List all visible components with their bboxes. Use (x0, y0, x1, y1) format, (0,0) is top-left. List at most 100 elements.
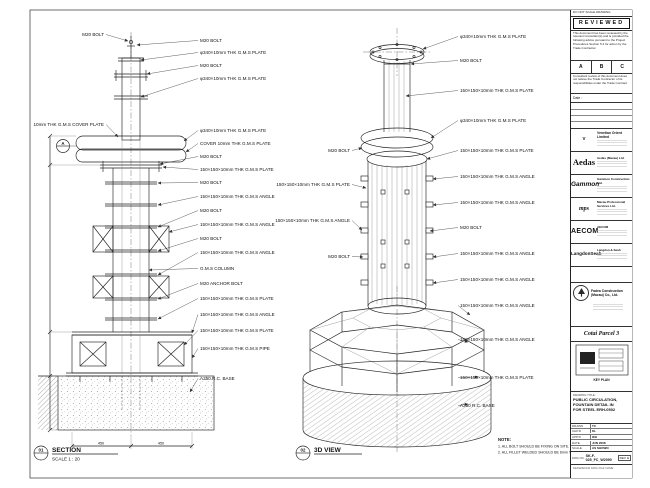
field-label: CHK'D (571, 429, 591, 434)
consultant-statement: Consultant review of this document does … (571, 74, 632, 94)
callout-label: A250 R.C. BASE (200, 376, 235, 381)
review-grade-row: A B C (571, 60, 632, 74)
section-callout-leaders (105, 34, 199, 393)
company-name: Gammon Construction Ltd. (597, 177, 630, 185)
callout-label: 150×150×10mm THK G.M.S PLATE (200, 167, 274, 172)
review-statement: This document has been reviewed by the r… (571, 31, 632, 61)
company-cell-langdonseah: LangdonSeah Langdon & Seah (571, 244, 632, 267)
callout-label: 150×150×10mm THK G.M.S PLATE (276, 182, 350, 187)
callout-label: G.M.S COLUMN (200, 266, 234, 271)
callout-label: M20 BOLT (200, 236, 222, 241)
callout-label: M20 BOLT (200, 63, 222, 68)
contractor-address-lines (593, 303, 623, 311)
field-value: WH (592, 435, 597, 440)
note-item: 2. ALL FILLET WELDED SHOULD BE 6mm THK. (498, 451, 577, 455)
section-view-linework (38, 32, 215, 449)
grade-c-cell: C (620, 63, 624, 70)
revision-lines (571, 103, 632, 129)
section-callout-labels: M20 BOLT φ340×10mm THK G.M.S PLATE M20 B… (33, 32, 274, 381)
revision-value: A (626, 455, 629, 460)
drawing-title-line: PUBLIC CIRCULATION, (573, 396, 618, 402)
callout-label: φ340×10mm THK G.M.S PLATE (200, 128, 266, 133)
drawing-title-cell: DRAWING TITLE: PUBLIC CIRCULATION, FOUNT… (571, 392, 632, 424)
callout-label: M20 ANCHOR BOLT (200, 281, 243, 286)
callout-label: 150×150×10mm THK G.M.S ANGLE (200, 222, 275, 227)
section-marker-label: A (61, 141, 65, 146)
callout-label: 150×150×10mm THK G.M.S PLATE (460, 148, 534, 153)
company-address-lines (597, 230, 627, 238)
langdonseah-logo: LangdonSeah (571, 251, 602, 257)
company-cell-aedas: Aedas Aedas (Macau) Ltd. (571, 152, 632, 175)
callout-label: φ340×10mm THK G.M.S PLATE (200, 50, 266, 55)
field-row-approved: APP'D WH (571, 435, 632, 441)
field-row-drawn: DRAWN TC (571, 423, 632, 430)
callout-label: M20 BOLT (328, 254, 350, 259)
gammon-logo: Gammon (571, 181, 600, 189)
mps-logo: mps (578, 205, 589, 212)
callout-label: 150×150×10mm THK G.M.S ANGLE (460, 174, 535, 179)
callout-label: 150×150×10mm THK G.M.S ANGLE (275, 218, 350, 223)
callout-label: M20 BOLT (200, 180, 222, 185)
section-view-tag (33, 445, 118, 461)
revision-label: REV (619, 455, 626, 460)
reference-note: REFERENCE DWG FILE NAME (573, 465, 614, 470)
callout-label: φ340×10mm THK G.M.S PLATE (460, 118, 526, 123)
company-address-lines (597, 253, 627, 261)
company-cell-mps: mps Macau Professional Services Ltd. (571, 198, 632, 221)
callout-label: 150×150×10mm THK G.M.S ANGLE (460, 337, 535, 342)
note-item: 1. ALL BOLT SHOULD BE FIXING ON SITE. (498, 445, 569, 449)
date-label: Date : (573, 95, 583, 100)
callout-label: M20 BOLT (460, 225, 482, 230)
company-name: Aedas (Macau) Ltd. (597, 155, 625, 160)
section-view-scale: SCALE 1 : 20 (52, 457, 80, 462)
company-address-lines (597, 161, 627, 169)
aecom-logo: AECOM (571, 228, 599, 236)
company-name: AECOM (597, 224, 609, 229)
iso-view-tag (295, 445, 362, 461)
callout-label: M20 BOLT (328, 148, 350, 153)
contractor-cell: Fadea Construction (Macau) Co., Ltd. (571, 283, 632, 327)
date-row: Date : (571, 94, 632, 103)
callout-label: M20 BOLT (200, 38, 222, 43)
field-label: DRAWN (571, 423, 591, 428)
venetian-logo: V (582, 136, 586, 142)
drawing-number: SK-F-025_FC_W2090 (585, 453, 612, 462)
callout-label: 150×150×10mm THK G.M.S ANGLE (460, 303, 535, 308)
company-name: Macau Professional Services Ltd. (597, 200, 626, 208)
sheet-frame (29, 9, 633, 479)
callout-label: 150×150×10mm THK G.M.S PLATE (460, 375, 534, 380)
callout-label: A250 R.C. BASE (460, 403, 495, 408)
title-block: DO NOT SCALE DRAWING REVIEWED This docum… (570, 10, 632, 478)
field-value: AS SHOWN (592, 446, 609, 451)
field-row-scale: SCALE AS SHOWN (571, 446, 632, 451)
iso-callout-labels: φ340×10mm THK G.M.S PLATE M20 BOLT 150×1… (275, 34, 534, 408)
iso-callout-leaders (351, 36, 479, 407)
callout-label: 10mm THK G.M.S COVER PLATE (33, 122, 104, 127)
grade-a-cell: A (571, 60, 592, 73)
aedas-logo: Aedas (572, 157, 596, 168)
callout-label: 150×150×10mm THK G.M.S PLATE (200, 296, 274, 301)
callout-label: 150×150×10mm THK G.M.S ANGLE (200, 250, 275, 255)
key-plan-drawing (575, 344, 628, 375)
callout-label: 150×150×10mm THK G.M.S PIPE (200, 346, 270, 351)
callout-label: M20 BOLT (82, 32, 104, 37)
section-tag-number: 01 (39, 448, 44, 453)
callout-label: M20 BOLT (460, 58, 482, 63)
reviewed-stamp-text: REVIEWED (573, 17, 630, 29)
tree-logo-icon (577, 288, 585, 297)
callout-label: COVER 10mm THK G.M.S PLATE (200, 141, 271, 146)
callout-label: 150×150×10mm THK G.M.S PLATE (460, 88, 534, 93)
callout-label: 150×150×10mm THK G.M.S ANGLE (200, 194, 275, 199)
company-name: Langdon & Seah (597, 247, 621, 252)
dimension-text: 450 (98, 442, 104, 446)
iso-view-title: 3D VIEW (314, 447, 342, 454)
callout-label: 150×150×10mm THK G.M.S ANGLE (460, 277, 535, 282)
notes-heading: NOTE: (498, 437, 511, 442)
field-value: TC (592, 423, 596, 428)
fields-table: DRAWN TC CHK'D KL APP'D WH DATE JUN 2008… (571, 423, 632, 452)
company-address-lines (597, 186, 627, 193)
field-row-checked: CHK'D KL (571, 429, 632, 435)
callout-label: 150×150×10mm THK G.M.S ANGLE (460, 200, 535, 205)
iso-tag-number: 02 (301, 448, 306, 453)
